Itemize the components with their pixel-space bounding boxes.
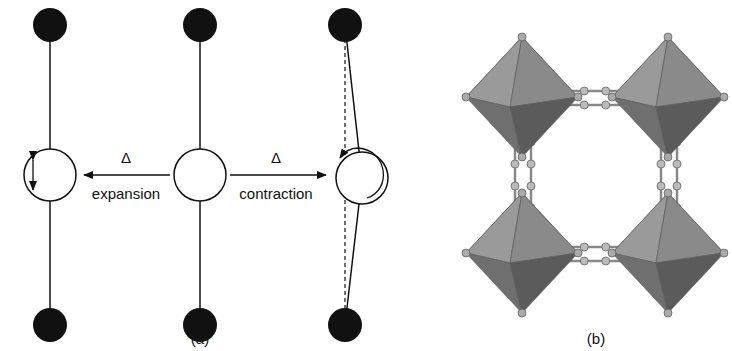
process-label: contraction bbox=[239, 186, 312, 203]
contraction-arrow bbox=[230, 174, 326, 175]
delta-symbol: Δ bbox=[271, 150, 281, 167]
expansion-arrow bbox=[84, 174, 170, 175]
octahedron bbox=[608, 189, 728, 317]
octahedra-framework bbox=[462, 33, 728, 317]
octahedron bbox=[462, 33, 582, 161]
panel-label: (a) bbox=[191, 331, 209, 348]
delta-symbol: Δ bbox=[121, 150, 131, 167]
neutral-linkage bbox=[174, 8, 226, 342]
expanded-linkage bbox=[24, 8, 76, 342]
panel-label: (b) bbox=[587, 331, 605, 348]
process-label: expansion bbox=[92, 186, 160, 203]
contracted-linkage bbox=[328, 8, 388, 342]
octahedron bbox=[608, 33, 728, 161]
octahedron bbox=[462, 189, 582, 317]
